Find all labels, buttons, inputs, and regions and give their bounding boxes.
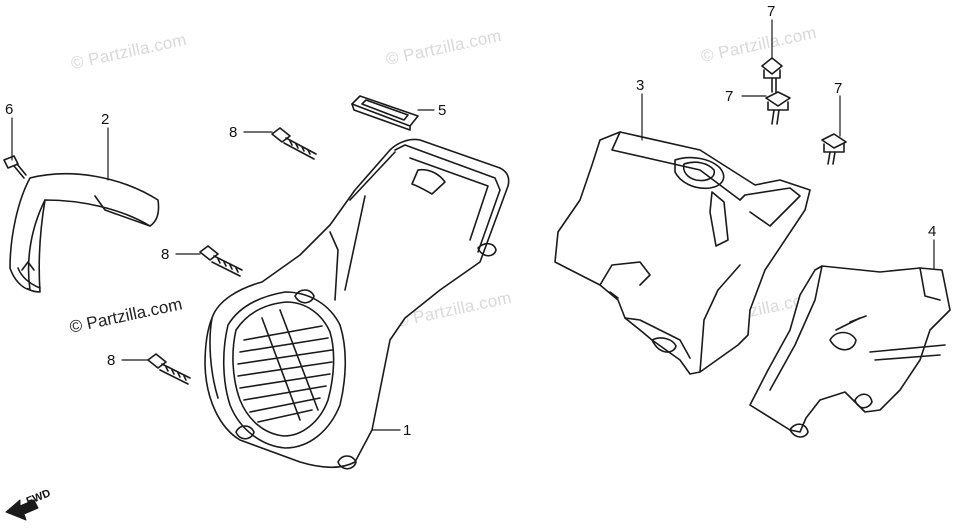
part-8-bolt-top[interactable] xyxy=(271,127,317,160)
part-5-gasket[interactable] xyxy=(351,95,419,131)
callout-1: 1 xyxy=(403,422,411,439)
part-8-bolt-middle[interactable] xyxy=(199,245,243,277)
callout-7: 7 xyxy=(725,88,733,105)
callout-2: 2 xyxy=(101,111,109,128)
part-1-fan-shroud[interactable] xyxy=(204,138,510,470)
callout-5: 5 xyxy=(438,102,446,119)
part-7-screw-top[interactable] xyxy=(761,57,783,93)
callout-8: 8 xyxy=(161,246,169,263)
callout-6: 6 xyxy=(5,101,13,118)
fwd-label: FWD xyxy=(25,487,53,508)
leader-lines xyxy=(11,19,935,431)
part-7-screw-middle[interactable] xyxy=(765,91,791,125)
part-3-head-cover[interactable] xyxy=(554,131,811,375)
callout-7: 7 xyxy=(767,3,775,20)
part-6-screw[interactable] xyxy=(3,155,27,179)
part-2-cover[interactable] xyxy=(9,173,160,293)
callout-8: 8 xyxy=(107,352,115,369)
part-4-lower-shroud[interactable] xyxy=(749,265,951,438)
part-8-bolt-bottom[interactable] xyxy=(147,353,191,385)
callout-8: 8 xyxy=(229,124,237,141)
callout-4: 4 xyxy=(928,223,936,240)
fwd-arrow-icon: FWD xyxy=(5,487,53,521)
callout-7: 7 xyxy=(834,80,842,97)
callout-3: 3 xyxy=(636,77,644,94)
callout-numbers: 6 2 8 8 8 5 3 7 7 7 4 1 xyxy=(5,3,936,439)
part-7-screw-right[interactable] xyxy=(821,133,847,165)
